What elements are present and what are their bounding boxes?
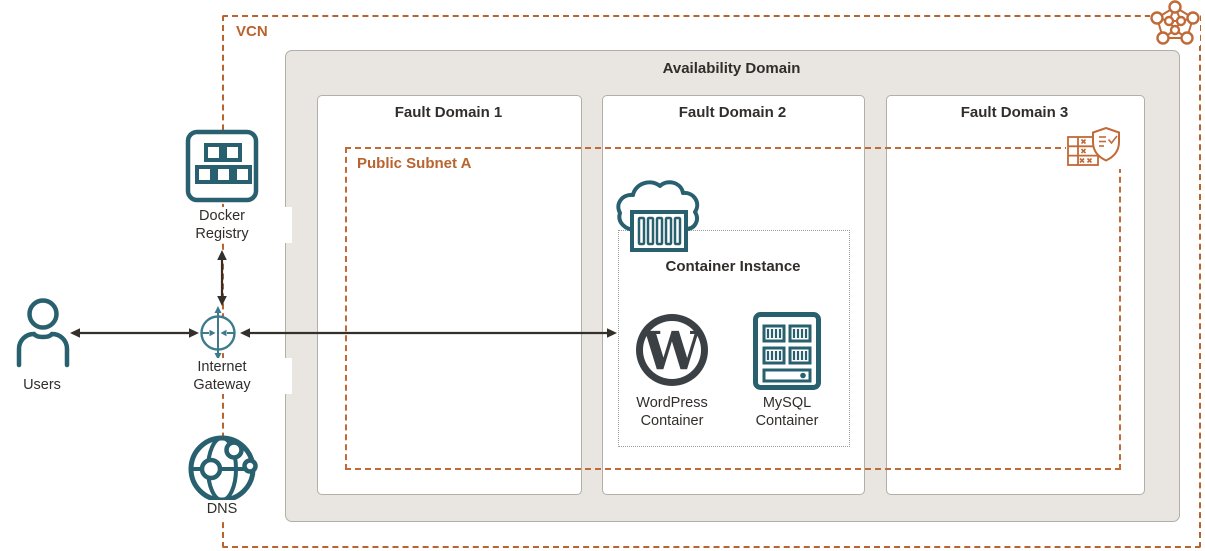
vcn-label: VCN — [236, 23, 268, 40]
users-icon — [16, 298, 70, 368]
availability-domain-title: Availability Domain — [662, 60, 801, 77]
internet-gateway-icon — [200, 306, 236, 360]
mysql-icon — [753, 312, 821, 390]
fault-domain-3-title: Fault Domain 3 — [960, 104, 1069, 121]
container-instance-box — [618, 230, 850, 447]
fault-domain-1-box — [317, 95, 582, 495]
security-list-icon — [1066, 126, 1122, 169]
dns-label: DNS — [172, 500, 272, 518]
fault-domain-1-title: Fault Domain 1 — [394, 104, 503, 121]
docker-registry-label: Docker Registry — [152, 207, 292, 243]
container-instance-title: Container Instance — [665, 258, 801, 275]
wordpress-label: WordPress Container — [636, 395, 708, 429]
docker-registry-icon — [185, 129, 259, 203]
svg-text:W: W — [642, 321, 703, 382]
public-subnet-boundary — [345, 147, 1121, 470]
wordpress-icon: W — [636, 314, 708, 386]
fault-domain-2-title: Fault Domain 2 — [678, 104, 787, 121]
public-subnet-label: Public Subnet A — [357, 155, 472, 172]
users-label: Users — [23, 377, 61, 393]
dns-icon — [188, 435, 258, 503]
internet-gateway-label: Internet Gateway — [152, 358, 292, 394]
vcn-network-mesh-icon — [1150, 0, 1200, 46]
cloud-container-icon — [616, 180, 700, 252]
mysql-label: MySQL Container — [755, 395, 819, 429]
arrow-users-gateway — [70, 328, 199, 338]
fault-domain-2-box — [602, 95, 865, 495]
